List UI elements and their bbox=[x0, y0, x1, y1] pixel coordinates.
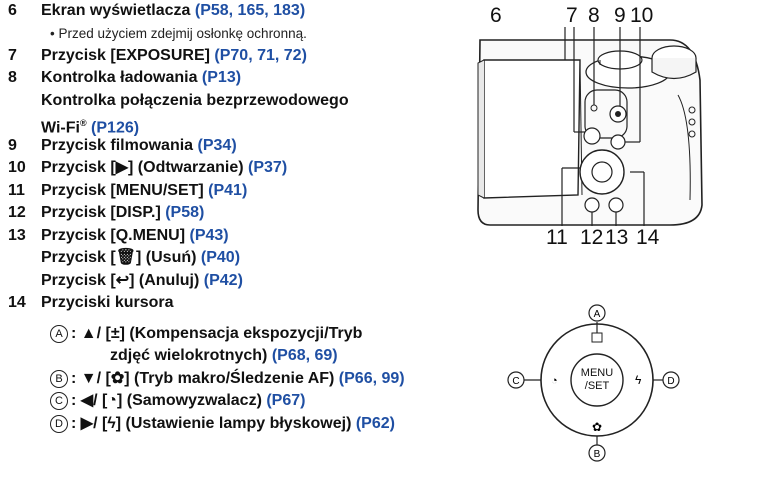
svg-text:A: A bbox=[594, 309, 601, 320]
badge-b-icon: B bbox=[50, 369, 68, 388]
item-6: 6 Ekran wyświetlacza (P58, 165, 183) bbox=[8, 2, 306, 19]
svg-text:D: D bbox=[667, 376, 674, 387]
item-11: 11 Przycisk [MENU/SET] (P41) bbox=[8, 181, 248, 199]
item-12: 12 Przycisk [DISP.] (P58) bbox=[8, 204, 205, 221]
svg-text:C: C bbox=[512, 376, 519, 387]
svg-text:B: B bbox=[594, 449, 601, 460]
svg-text:MENU: MENU bbox=[581, 367, 613, 379]
item-9: 9 Przycisk filmowania (P34) bbox=[8, 136, 237, 154]
item-13-delete: Przycisk [🗑] (Usuń) (P40) bbox=[41, 249, 241, 266]
cursor-dial-illustration: MENU /SET ✿ ◔ ϟ A B C D bbox=[507, 304, 680, 462]
cursor-item-c: C: ◀/ [◔] (Samowyzwalacz) (P67) bbox=[50, 390, 520, 413]
macro-icon: ✿ bbox=[592, 420, 602, 434]
item-13-cancel: Przycisk [↩] (Anuluj) (P42) bbox=[41, 271, 243, 289]
lcd-screen bbox=[483, 59, 581, 199]
camera-back-illustration: MENU /SET ✿ ◔ ϟ A B C D bbox=[477, 27, 703, 462]
cursor-list: A: ▲/ [±] (Kompensacja ekspozycji/Tryb z… bbox=[50, 323, 520, 436]
item-8: 8 Kontrolka ładowania (P13) bbox=[8, 69, 242, 86]
callout-13: 13 bbox=[605, 226, 629, 249]
callout-9: 9 bbox=[614, 4, 626, 27]
callout-12: 12 bbox=[580, 226, 604, 249]
item-13: 13 Przycisk [Q.MENU] (P43) bbox=[8, 226, 229, 244]
callout-10: 10 bbox=[630, 4, 654, 27]
cursor-item-a: A: ▲/ [±] (Kompensacja ekspozycji/Tryb bbox=[50, 323, 520, 346]
flash-icon: ϟ bbox=[635, 373, 642, 387]
cursor-item-a-line2: zdjęć wielokrotnych) (P68, 69) bbox=[110, 347, 338, 364]
item-8-line2: Kontrolka połączenia bezprzewodowego bbox=[41, 91, 349, 109]
item-7: 7 Przycisk [EXPOSURE] (P70, 71, 72) bbox=[8, 46, 307, 64]
illustrations: MENU /SET ✿ ◔ ϟ A B C D 6 7 8 9 10 11 12… bbox=[470, 0, 773, 476]
item-8-line3: Wi-Fi® (P126) bbox=[41, 118, 140, 137]
callout-6: 6 bbox=[490, 4, 502, 27]
cursor-item-b: B: ▼/ [✿] (Tryb makro/Śledzenie AF) (P66… bbox=[50, 368, 520, 391]
item-14: 14 Przyciski kursora bbox=[8, 294, 174, 311]
callout-8: 8 bbox=[588, 4, 600, 27]
cursor-item-d: D: ▶/ [ϟ] (Ustawienie lampy błyskowej) (… bbox=[50, 413, 520, 436]
badge-d-icon: D bbox=[50, 414, 68, 433]
callout-11: 11 bbox=[546, 226, 568, 249]
self-timer-icon: ◔ bbox=[551, 375, 558, 387]
item-10: 10 Przycisk [▶] (Odtwarzanie) (P37) bbox=[8, 159, 288, 176]
callout-7: 7 bbox=[566, 4, 578, 27]
svg-text:/SET: /SET bbox=[585, 380, 610, 392]
item-6-note: • Przed użyciem zdejmij osłonkę ochronną… bbox=[50, 25, 307, 41]
legend-list: 6 Ekran wyświetlacza (P58, 165, 183) • P… bbox=[8, 0, 478, 435]
badge-a-icon: A bbox=[50, 324, 68, 343]
callout-14: 14 bbox=[636, 226, 660, 249]
badge-c-icon: C bbox=[50, 392, 68, 410]
